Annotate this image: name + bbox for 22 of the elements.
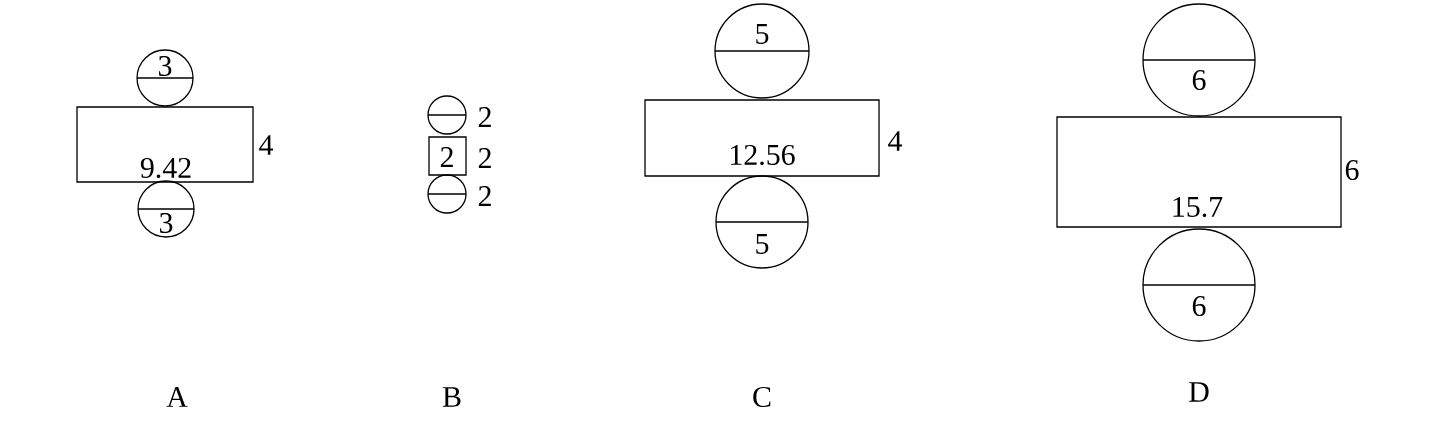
- circle-face: [427, 174, 467, 214]
- rectangle-side: 9.42: [76, 106, 254, 183]
- dimension-label: 4: [259, 135, 274, 155]
- option-letter: B: [442, 387, 461, 407]
- dimension-label: 2: [478, 186, 491, 206]
- rectangle-side: 15.7: [1056, 116, 1342, 228]
- circle-face: 3: [137, 180, 195, 238]
- circle-face: 6: [1142, 3, 1256, 117]
- dimension-label: 2: [478, 107, 491, 127]
- circle-face: [427, 95, 467, 135]
- option-letter: D: [1189, 382, 1209, 402]
- dimension-label: 6: [1345, 159, 1359, 181]
- circle-face: 6: [1142, 228, 1256, 342]
- option-letter: A: [166, 387, 188, 407]
- circle-face: 5: [714, 3, 810, 99]
- dimension-label: 4: [888, 131, 902, 151]
- circle-face: 3: [136, 49, 194, 107]
- option-letter: C: [753, 386, 771, 408]
- circle-face: 5: [715, 175, 809, 269]
- rectangle-side: 2: [428, 136, 467, 176]
- dimension-label: 2: [478, 148, 491, 168]
- rectangle-side: 12.56: [644, 99, 880, 177]
